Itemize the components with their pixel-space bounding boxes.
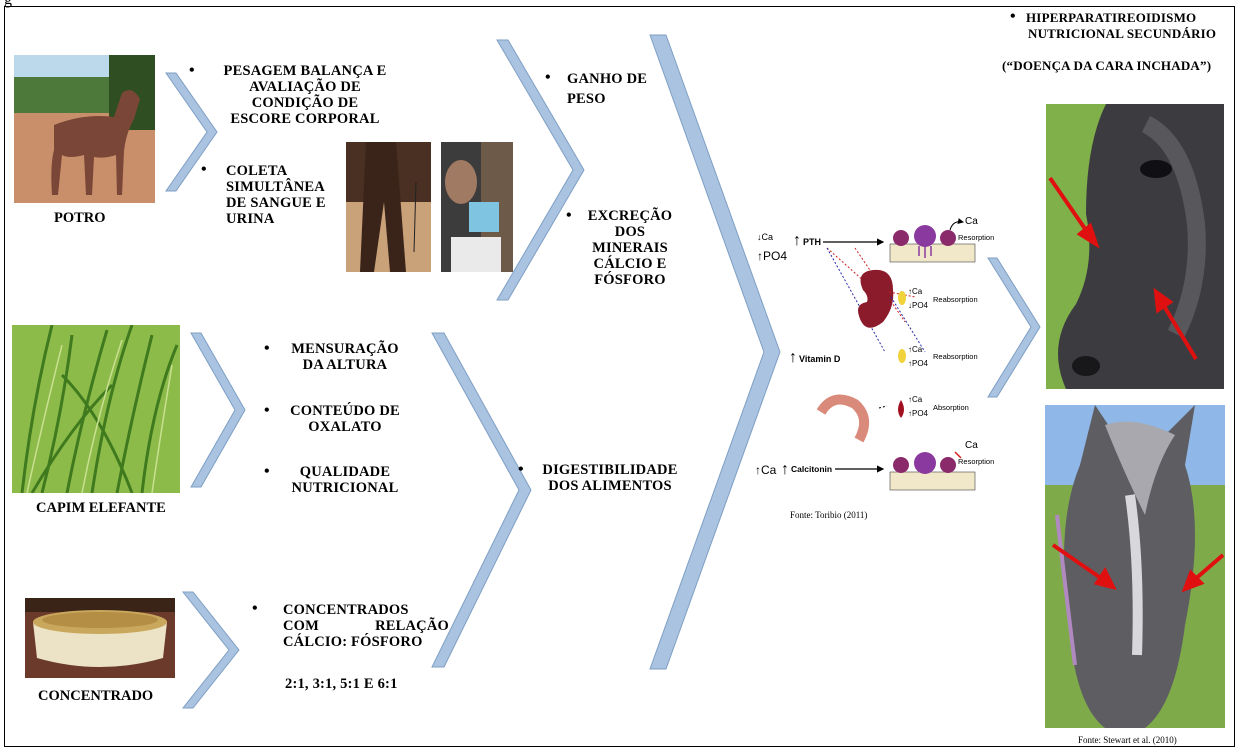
chevron-capim bbox=[191, 333, 245, 487]
calcitonin-label: Calcitonin bbox=[791, 464, 832, 474]
vitamin-d-label: Vitamin D bbox=[799, 354, 841, 364]
ca-down-label: ↓Ca bbox=[757, 232, 773, 242]
absorption-label: Absorption bbox=[933, 403, 969, 412]
ca-up-label: ↑Ca bbox=[755, 463, 777, 477]
bullet: • bbox=[201, 161, 207, 179]
coleta-photo-1 bbox=[346, 142, 431, 272]
toribio-source: Fonte: Toribio (2011) bbox=[790, 510, 867, 520]
reabsorption-1: Reabsorption bbox=[933, 295, 978, 304]
svg-text:↑Ca: ↑Ca bbox=[908, 345, 923, 354]
svg-text:↑PO4: ↑PO4 bbox=[908, 409, 929, 418]
ratios-text: 2:1, 3:1, 5:1 E 6:1 bbox=[285, 676, 398, 692]
potro-label: POTRO bbox=[54, 210, 106, 227]
horse-face-photo-1 bbox=[1046, 104, 1224, 389]
potro-photo bbox=[14, 55, 155, 203]
coleta-photo-2 bbox=[441, 142, 513, 272]
svg-text:↑: ↑ bbox=[793, 232, 801, 249]
capim-photo bbox=[12, 325, 180, 493]
pth-label: PTH bbox=[803, 237, 821, 247]
bullet: • bbox=[264, 402, 270, 420]
chevron-potro bbox=[166, 73, 217, 191]
capim-label: CAPIM ELEFANTE bbox=[36, 500, 166, 517]
bullet: • bbox=[189, 62, 195, 80]
physiology-diagram: ↓Ca ↑PO4 ↑ PTH Ca Resorption ↑Ca↓PO4 Rea… bbox=[755, 212, 995, 500]
svg-text:↑: ↑ bbox=[781, 461, 789, 478]
stewart-source: Fonte: Stewart et al. (2010) bbox=[1078, 735, 1177, 745]
resorption-1: Resorption bbox=[958, 233, 994, 242]
bullet: • bbox=[264, 340, 270, 358]
reabsorption-2: Reabsorption bbox=[933, 352, 978, 361]
concentrado-photo bbox=[25, 598, 175, 678]
svg-text:↓PO4: ↓PO4 bbox=[908, 301, 929, 310]
bullet: • bbox=[545, 69, 551, 87]
chevron-physiology bbox=[988, 258, 1040, 397]
bullet: • bbox=[566, 207, 572, 225]
chevron-concentrado bbox=[183, 592, 239, 708]
svg-text:↑: ↑ bbox=[789, 349, 797, 366]
svg-text:↑Ca: ↑Ca bbox=[908, 395, 923, 404]
horse-face-photo-2 bbox=[1045, 405, 1225, 728]
ca-resorption-1: Ca bbox=[965, 216, 978, 227]
svg-text:↑PO4: ↑PO4 bbox=[908, 359, 929, 368]
svg-text:↑Ca: ↑Ca bbox=[908, 287, 923, 296]
bullet: • bbox=[1010, 8, 1016, 26]
bullet: • bbox=[518, 461, 524, 479]
bullet: • bbox=[252, 600, 258, 618]
bullet: • bbox=[264, 463, 270, 481]
resorption-2: Resorption bbox=[958, 457, 994, 466]
svg-text:Ca: Ca bbox=[965, 440, 978, 451]
hiperparatireoidismo-title: HIPERPARATIREOIDISMO NUTRICIONAL SECUNDÁ… bbox=[1026, 10, 1236, 74]
po4-up-label: ↑PO4 bbox=[757, 249, 787, 263]
concentrado-label: CONCENTRADO bbox=[38, 688, 153, 705]
